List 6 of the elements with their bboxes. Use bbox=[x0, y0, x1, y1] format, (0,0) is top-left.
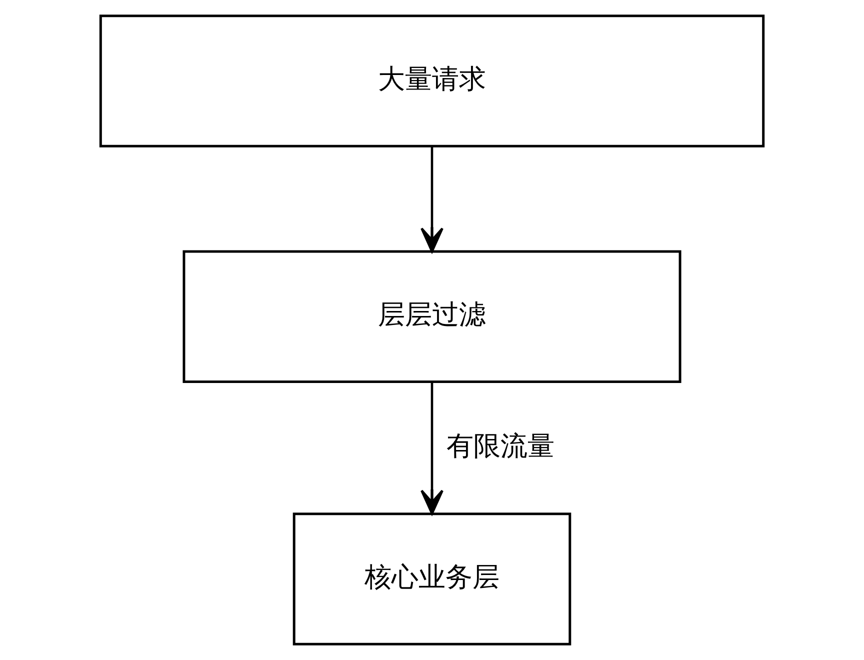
arrow bbox=[420, 146, 444, 253]
node-box: 核心业务层 bbox=[292, 512, 572, 646]
edge-label: 有限流量 bbox=[446, 430, 554, 462]
arrow bbox=[420, 382, 444, 515]
node-box: 大量请求 bbox=[99, 14, 765, 148]
node-box: 层层过滤 bbox=[182, 250, 682, 383]
